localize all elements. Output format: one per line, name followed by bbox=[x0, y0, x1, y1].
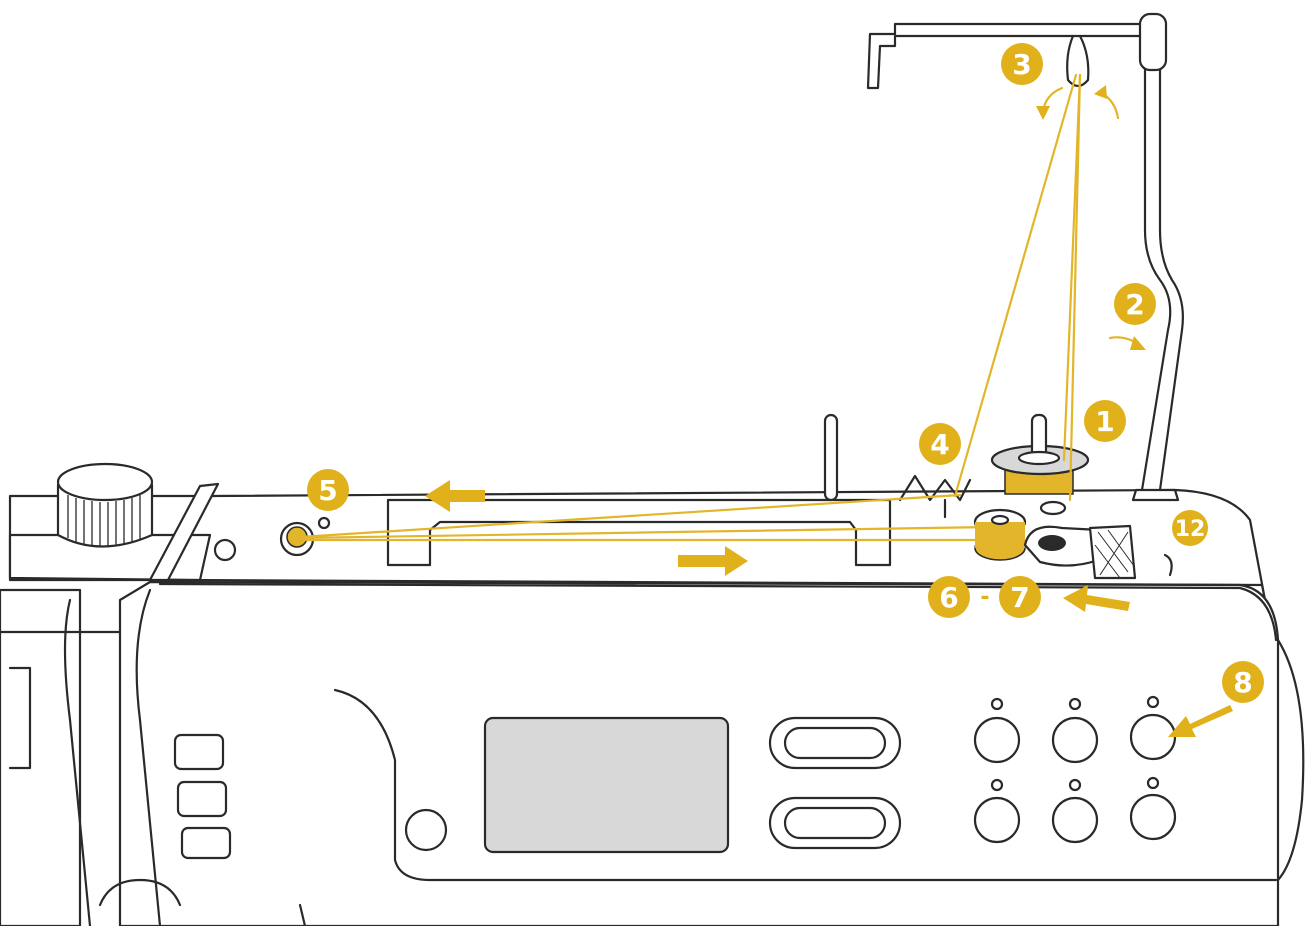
step-badge-5: 5 bbox=[307, 469, 349, 511]
thread-stand-arm bbox=[866, 22, 1142, 90]
indicator-led bbox=[1146, 695, 1160, 709]
side-slot bbox=[1163, 553, 1173, 577]
thread-spool-to-guide bbox=[1062, 73, 1082, 462]
lcd-display bbox=[483, 716, 730, 854]
step-number: 5 bbox=[318, 474, 337, 507]
thread-guide-down bbox=[1068, 73, 1082, 502]
curved-arrow-icon bbox=[1094, 85, 1107, 99]
step-badge-4: 4 bbox=[919, 423, 961, 465]
step-badge-12: 12 bbox=[1172, 510, 1208, 546]
step-badge-2: 2 bbox=[1114, 283, 1156, 325]
step-number: 3 bbox=[1012, 48, 1031, 81]
disc-screw bbox=[317, 516, 331, 530]
pill-button-inner-top bbox=[783, 726, 887, 760]
winder-grip-texture bbox=[1094, 529, 1135, 579]
indicator-led bbox=[990, 697, 1004, 711]
side-button-1[interactable] bbox=[173, 733, 225, 771]
bobbin-shaft bbox=[990, 514, 1010, 526]
right-side-curve bbox=[1276, 638, 1305, 882]
top-hole bbox=[213, 538, 237, 562]
step-badge-7: 7 bbox=[999, 576, 1041, 618]
pill-button-inner-bottom bbox=[783, 806, 887, 840]
function-button[interactable] bbox=[1051, 716, 1099, 764]
arrow-left-icon bbox=[425, 480, 485, 512]
panel-bezel bbox=[333, 688, 1278, 882]
arrow-into-winder-icon bbox=[1063, 585, 1130, 612]
step-number: 1 bbox=[1095, 405, 1114, 438]
knob-top bbox=[56, 462, 154, 502]
thread-lever-slot bbox=[148, 482, 220, 582]
function-button[interactable] bbox=[1129, 793, 1177, 841]
step-number: 6 bbox=[939, 581, 958, 614]
step-badge-6: 6 bbox=[928, 576, 970, 618]
bobbin-body bbox=[975, 522, 1025, 548]
control-panel bbox=[404, 695, 1177, 854]
thread-guide-loop bbox=[1066, 34, 1090, 88]
thread-4-to-5 bbox=[298, 493, 962, 539]
side-button-2[interactable] bbox=[176, 780, 228, 818]
thread-guide bbox=[898, 474, 972, 502]
step-range-dash: - bbox=[980, 585, 989, 610]
thread-path bbox=[298, 73, 1082, 542]
arrow-to-button-icon bbox=[1168, 705, 1233, 737]
step-badge-1: 1 bbox=[1084, 400, 1126, 442]
step-badge-3: 3 bbox=[1001, 43, 1043, 85]
thread-stand-base bbox=[1131, 488, 1180, 502]
step-number: 4 bbox=[930, 428, 949, 461]
curved-arrow-icon bbox=[1130, 336, 1146, 350]
top-features bbox=[8, 12, 1184, 582]
belt-band-right bbox=[135, 588, 162, 926]
machine-foot-2 bbox=[298, 903, 307, 926]
left-front-section bbox=[0, 588, 82, 926]
step-number: 7 bbox=[1010, 581, 1029, 614]
left-window bbox=[8, 666, 32, 770]
side-button-3[interactable] bbox=[180, 826, 232, 860]
indicator-led bbox=[1068, 778, 1082, 792]
indicator-led bbox=[1068, 697, 1082, 711]
stopper-dark bbox=[1038, 535, 1066, 551]
top-edge-line bbox=[158, 582, 1278, 642]
step-badge-8: 8 bbox=[1222, 661, 1264, 703]
step-number: 8 bbox=[1233, 666, 1252, 699]
indicator-led bbox=[1146, 776, 1160, 790]
step-badges: 1 2 3 4 5 6 - 7 8 bbox=[307, 43, 1264, 703]
pin-hole bbox=[1039, 500, 1067, 516]
knob-ridges bbox=[67, 495, 141, 547]
function-button[interactable] bbox=[973, 716, 1021, 764]
thread-stand-rod-inner bbox=[1158, 58, 1184, 492]
round-buttons-grid bbox=[973, 695, 1177, 844]
belt-band-left bbox=[63, 598, 92, 926]
direction-arrows bbox=[425, 85, 1233, 737]
thread-stand-cap bbox=[1138, 12, 1168, 72]
knob-cylinder[interactable] bbox=[56, 483, 154, 548]
step-number: 2 bbox=[1125, 288, 1144, 321]
arrow-right-icon bbox=[678, 546, 748, 576]
thread-guide-to-4 bbox=[953, 73, 1078, 498]
thread-stand-rod bbox=[1140, 28, 1172, 492]
function-button[interactable] bbox=[1051, 796, 1099, 844]
side-buttons bbox=[173, 733, 232, 860]
machine-foot bbox=[98, 878, 182, 907]
indicator-led bbox=[990, 778, 1004, 792]
panel-round-button[interactable] bbox=[404, 808, 448, 852]
step-number: 12 bbox=[1175, 517, 1206, 542]
function-button[interactable] bbox=[973, 796, 1021, 844]
spool-pin-base bbox=[1017, 450, 1061, 466]
thread-5-to-bobbin-2 bbox=[298, 525, 992, 540]
spool-pin-back bbox=[823, 413, 839, 502]
curved-arrow-icon bbox=[1036, 106, 1050, 120]
